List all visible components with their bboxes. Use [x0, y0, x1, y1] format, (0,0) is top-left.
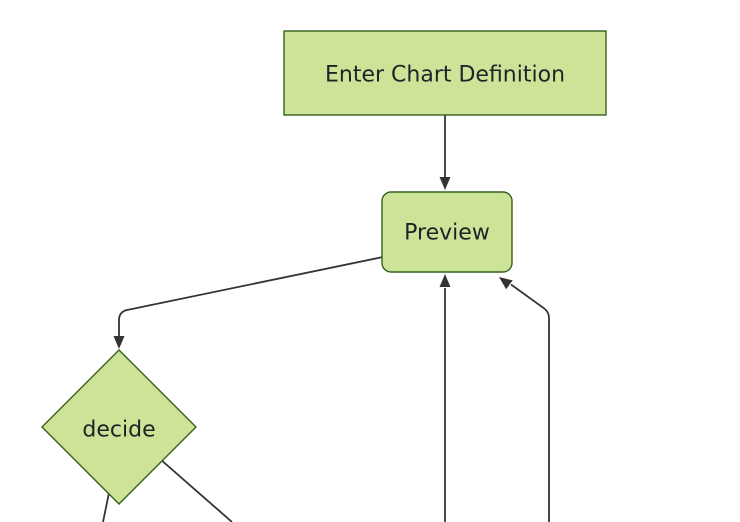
node-label: Preview [404, 221, 490, 246]
arrowhead-up-left-icon [499, 277, 513, 290]
rounded-rectangle-node-shape [381, 191, 513, 273]
node-label: Enter Chart Definition [325, 63, 565, 88]
arrowhead-down-icon [439, 177, 451, 190]
nodes-layer: Enter Chart Definition Preview decide [41, 30, 607, 505]
edge-bottom-right-to-preview [499, 277, 550, 522]
node-decide: decide [41, 349, 197, 505]
arrowhead-down-icon [113, 336, 125, 349]
edge-line [118, 256, 384, 337]
edges-layer [102, 115, 550, 522]
diamond-node-shape [41, 349, 197, 505]
edge-decide-to-offscreen-right [151, 451, 233, 522]
node-preview: Preview [381, 191, 513, 273]
edge-line [510, 283, 550, 522]
edge-preview-to-decide [113, 256, 384, 349]
node-label: decide [82, 418, 155, 443]
edge-enter-to-preview [439, 115, 451, 190]
node-enter-chart-definition: Enter Chart Definition [283, 30, 607, 116]
arrowhead-up-icon [439, 274, 451, 287]
rectangle-node-shape [283, 30, 607, 116]
edge-bottom-to-preview [439, 274, 451, 522]
edge-line [151, 451, 233, 522]
